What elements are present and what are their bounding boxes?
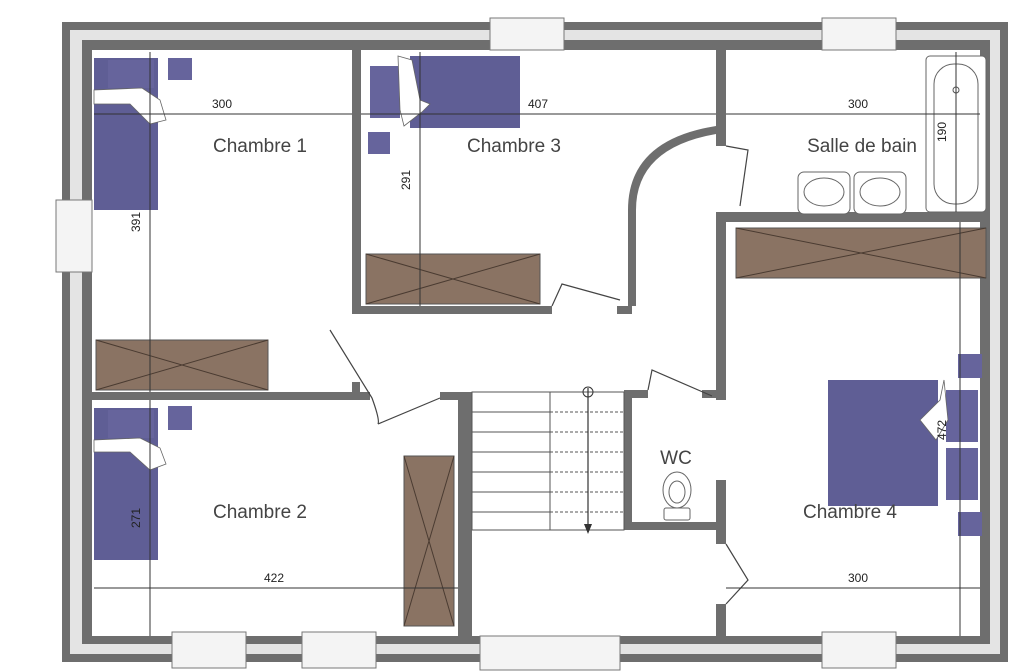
- toilet: [662, 471, 692, 521]
- door-chambre2: [377, 397, 441, 425]
- beds: [93, 55, 982, 560]
- dim-sdb-width: 300: [848, 97, 868, 111]
- bed-chambre1: [93, 58, 192, 210]
- dim-chambre2-width: 422: [264, 571, 284, 585]
- window-bottom-1: [171, 631, 247, 669]
- closet-chambre4: [735, 227, 987, 279]
- closet-chambre3: [365, 253, 541, 305]
- sink-left: [797, 171, 851, 215]
- room-label-chambre2: Chambre 2: [213, 502, 307, 523]
- exterior-wall: [62, 22, 1008, 662]
- dim-chambre3-height: 291: [399, 170, 413, 190]
- windows: [55, 17, 897, 671]
- window-top-left: [489, 17, 565, 51]
- room-label-chambre3: Chambre 3: [467, 136, 561, 157]
- dim-chambre4-height: 472: [935, 420, 949, 440]
- room-label-chambre1: Chambre 1: [213, 136, 307, 157]
- door-chambre1: [329, 329, 379, 425]
- room-label-sdb: Salle de bain: [807, 136, 917, 157]
- bed-chambre3: [368, 55, 520, 154]
- room-label-wc: WC: [660, 448, 692, 469]
- closet-chambre2: [403, 455, 455, 627]
- interior-walls: [92, 50, 980, 636]
- window-bottom-entry: [479, 635, 621, 671]
- staircase: [471, 386, 625, 534]
- window-bottom-right: [821, 631, 897, 669]
- bed-chambre2: [93, 406, 192, 560]
- dim-sdb-height: 190: [935, 122, 949, 142]
- sink-right: [853, 171, 907, 215]
- window-bottom-2: [301, 631, 377, 669]
- dimension-lines: [94, 52, 980, 636]
- window-top-right: [821, 17, 897, 51]
- door-chambre4: [725, 543, 749, 605]
- bed-chambre4: [828, 354, 982, 536]
- dim-chambre2-height: 271: [129, 508, 143, 528]
- door-sdb: [725, 145, 749, 207]
- dim-chambre3-width: 407: [528, 97, 548, 111]
- door-chambre3: [551, 283, 621, 307]
- closets: [95, 227, 987, 627]
- room-label-chambre4: Chambre 4: [803, 502, 897, 523]
- dim-chambre4-width: 300: [848, 571, 868, 585]
- doors: [329, 145, 749, 605]
- dim-chambre1-height: 391: [129, 212, 143, 232]
- window-left: [55, 199, 93, 273]
- dim-chambre1-width: 300: [212, 97, 232, 111]
- closet-chambre1: [95, 339, 269, 391]
- door-wc: [647, 369, 713, 397]
